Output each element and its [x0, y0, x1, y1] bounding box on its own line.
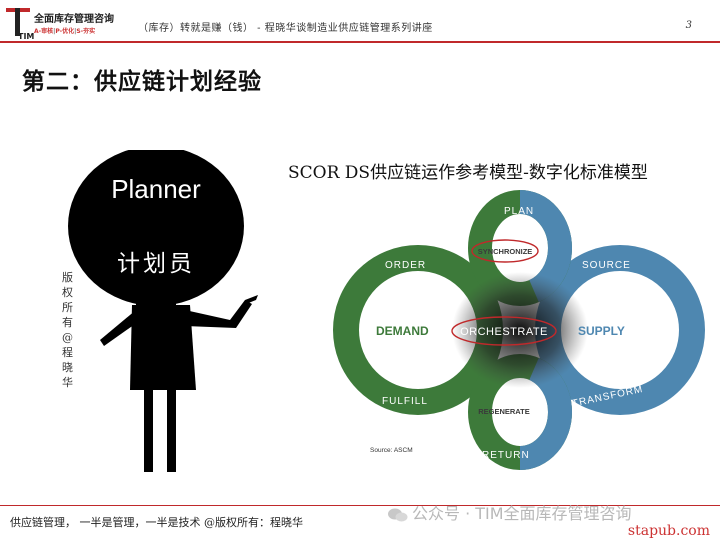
figure-left-arm — [100, 310, 138, 346]
planner-figure — [68, 150, 258, 472]
header-divider — [0, 41, 720, 43]
label-fulfill: FULFILL — [382, 396, 428, 407]
logo-tagline: A-审核|P-优化|S-夯实 — [34, 26, 95, 35]
header-title: （库存）转就是赚（钱） - 程晓华谈制造业供应链管理系列讲座 — [138, 23, 433, 34]
watermark-text: 公众号 · TIM全面库存管理咨询 — [412, 504, 632, 523]
copyright-vertical: 版权所有@程晓华 — [62, 271, 73, 389]
source-note: Source: ASCM — [370, 447, 413, 454]
logo-company-name: 全面库存管理咨询 — [34, 14, 114, 25]
figure-right-leg — [167, 390, 176, 472]
orchestrate-highlight — [451, 316, 557, 346]
label-synchronize: SYNCHRONIZE — [478, 247, 533, 256]
logo-tag-sep: | — [53, 28, 56, 35]
wechat-watermark: 公众号 · TIM全面库存管理咨询 — [388, 500, 632, 524]
logo-tag-a: A-审核 — [34, 28, 54, 35]
slide-title: 第二：供应链计划经验 — [22, 68, 262, 95]
figure-head — [68, 150, 244, 306]
label-orchestrate: ORCHESTRATE — [460, 326, 548, 338]
figure-torso — [130, 305, 196, 390]
logo-letters: TIM — [18, 32, 34, 40]
logo-tag-p: P-优化 — [55, 28, 75, 35]
label-supply: SUPPLY — [578, 324, 625, 338]
planner-label-zh: 计划员 — [117, 251, 195, 277]
label-plan: PLAN — [504, 206, 534, 217]
wechat-icon — [388, 508, 408, 521]
label-return: RETURN — [482, 450, 530, 461]
label-order: ORDER — [385, 260, 426, 271]
label-regenerate: REGENERATE — [478, 407, 530, 416]
site-watermark: stapub.com — [627, 523, 710, 539]
footer-divider — [0, 505, 720, 506]
label-demand: DEMAND — [376, 324, 429, 338]
company-logo: TIM — [6, 6, 126, 41]
label-source: SOURCE — [582, 260, 631, 271]
scor-ds-diagram: PLAN ORDER SOURCE FULFILL TRANSFORM RETU… — [333, 190, 705, 470]
figure-right-arm — [185, 300, 252, 328]
diagram-title: SCOR DS供应链运作参考模型-数字化标准模型 — [288, 163, 648, 183]
tim-logo-mark: TIM — [6, 8, 34, 41]
planner-label-en: Planner — [111, 174, 201, 204]
page-number: 3 — [685, 20, 692, 31]
figure-pointing-finger — [245, 295, 258, 304]
logo-tag-s: S-夯实 — [76, 28, 96, 35]
footer-text: 供应链管理， 一半是管理，一半是技术 @版权所有：程晓华 — [10, 516, 303, 529]
logo-tag-sep: | — [74, 28, 77, 35]
center-glow — [452, 272, 588, 388]
synchronize-highlight — [471, 239, 539, 263]
figure-left-leg — [144, 390, 153, 472]
